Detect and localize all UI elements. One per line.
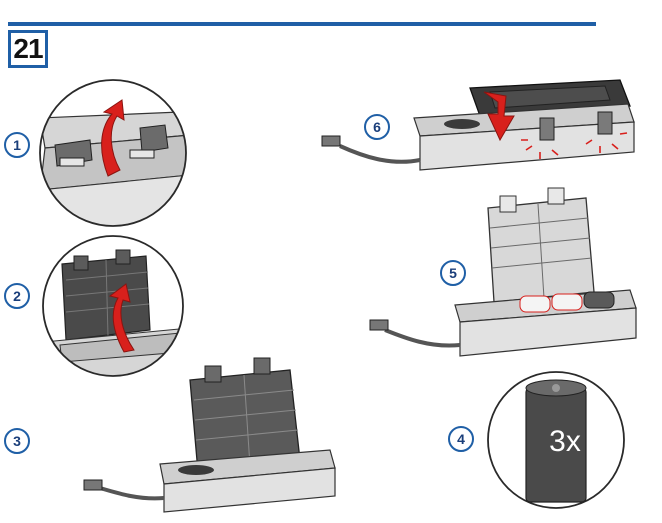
box-open-with-batteries (369, 187, 637, 357)
substep-number-3: 3 (4, 428, 30, 454)
substep-number-1: 1 (4, 132, 30, 158)
press-down-arrow-icon (483, 91, 515, 142)
box-open-empty (83, 357, 336, 513)
substep-number-6: 6 (364, 114, 390, 140)
usb-plug-icon (369, 319, 461, 348)
substep-number-4: 4 (448, 426, 474, 452)
usb-plug-icon (321, 135, 421, 164)
usb-plug-icon (83, 479, 165, 501)
rotate-arrow-icon (108, 283, 135, 353)
box-closing (321, 79, 635, 171)
rotate-arrow-icon (101, 99, 125, 177)
battery-detail (487, 371, 625, 509)
substep-number-2: 2 (4, 283, 30, 309)
step-number: 21 (8, 30, 48, 68)
detail-lid-open-closeup (42, 235, 184, 377)
header-rule (8, 22, 596, 26)
battery-quantity-label: 3x (549, 425, 581, 458)
click-mark-icon (521, 132, 628, 159)
detail-latch-closeup (39, 79, 187, 227)
substep-number-5: 5 (440, 260, 466, 286)
